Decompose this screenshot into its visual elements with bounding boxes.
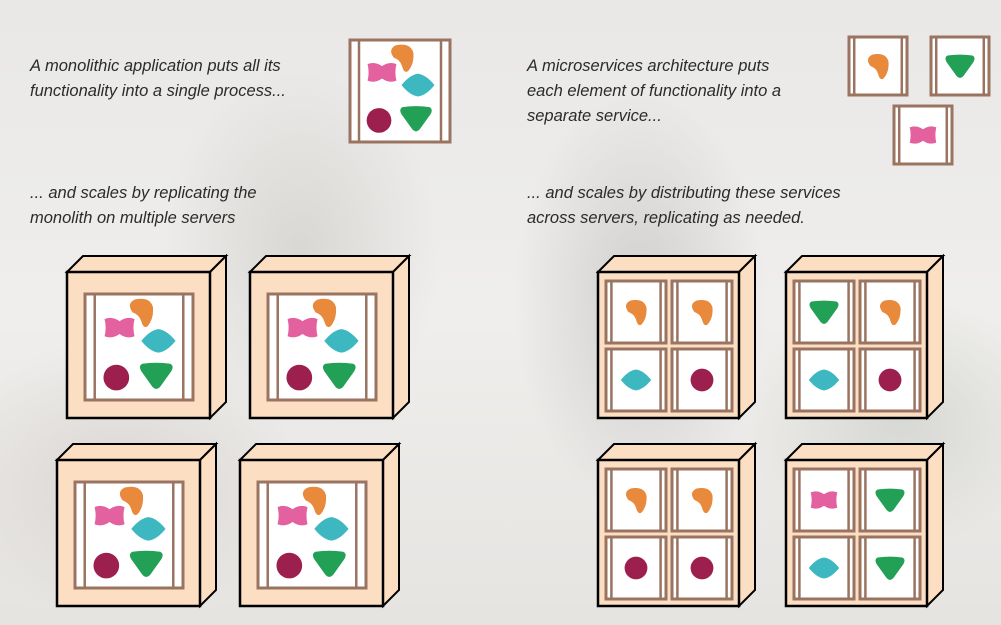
replicated-monolith	[266, 292, 378, 402]
cyan-component-icon	[141, 329, 176, 353]
orange-component-icon	[625, 299, 647, 326]
green-component-icon	[312, 550, 346, 577]
orange-component-icon	[879, 299, 901, 326]
pink-component-icon	[94, 505, 125, 526]
pink-component-icon	[909, 126, 937, 144]
maroon-component-icon	[103, 364, 130, 391]
maroon-component-icon	[690, 556, 714, 580]
replicated-monolith	[73, 480, 185, 590]
green-component-icon	[400, 106, 432, 132]
cyan-component-icon	[620, 369, 652, 391]
green-component-icon	[322, 362, 356, 389]
cyan-component-icon	[324, 329, 359, 353]
orange-component-icon	[312, 298, 337, 328]
replicated-monolith	[83, 292, 195, 402]
replicated-monolith	[256, 480, 368, 590]
green-component-icon	[875, 488, 905, 512]
maroon-component-icon	[286, 364, 313, 391]
orange-component-icon	[391, 44, 414, 72]
pink-component-icon	[277, 505, 308, 526]
microservices-intro-text: A microservices architecture puts each e…	[527, 57, 782, 125]
monolith-application	[348, 38, 452, 144]
cyan-component-icon	[401, 73, 435, 97]
monolith-scale-text: ... and scales by replicating the monoli…	[30, 184, 257, 227]
green-component-icon	[875, 556, 905, 580]
pink-component-icon	[810, 491, 838, 509]
pink-component-icon	[287, 317, 318, 338]
green-component-icon	[945, 54, 975, 78]
orange-component-icon	[691, 487, 713, 514]
orange-component-icon	[625, 487, 647, 514]
maroon-component-icon	[878, 368, 902, 392]
maroon-component-icon	[366, 108, 392, 133]
green-component-icon	[809, 300, 839, 324]
maroon-component-icon	[690, 368, 714, 392]
cyan-component-icon	[808, 557, 840, 579]
orange-component-icon	[867, 53, 889, 80]
cyan-component-icon	[131, 517, 166, 541]
cyan-component-icon	[314, 517, 349, 541]
green-component-icon	[139, 362, 173, 389]
maroon-component-icon	[276, 552, 303, 579]
pink-component-icon	[367, 62, 397, 82]
orange-component-icon	[129, 298, 154, 328]
orange-component-icon	[302, 486, 327, 516]
maroon-component-icon	[93, 552, 120, 579]
green-component-icon	[129, 550, 163, 577]
orange-component-icon	[691, 299, 713, 326]
cyan-component-icon	[808, 369, 840, 391]
maroon-component-icon	[624, 556, 648, 580]
pink-component-icon	[104, 317, 135, 338]
monolith-intro-text: A monolithic application puts all its fu…	[30, 57, 286, 100]
orange-component-icon	[119, 486, 144, 516]
microservices-scale-text: ... and scales by distributing these ser…	[527, 184, 841, 227]
